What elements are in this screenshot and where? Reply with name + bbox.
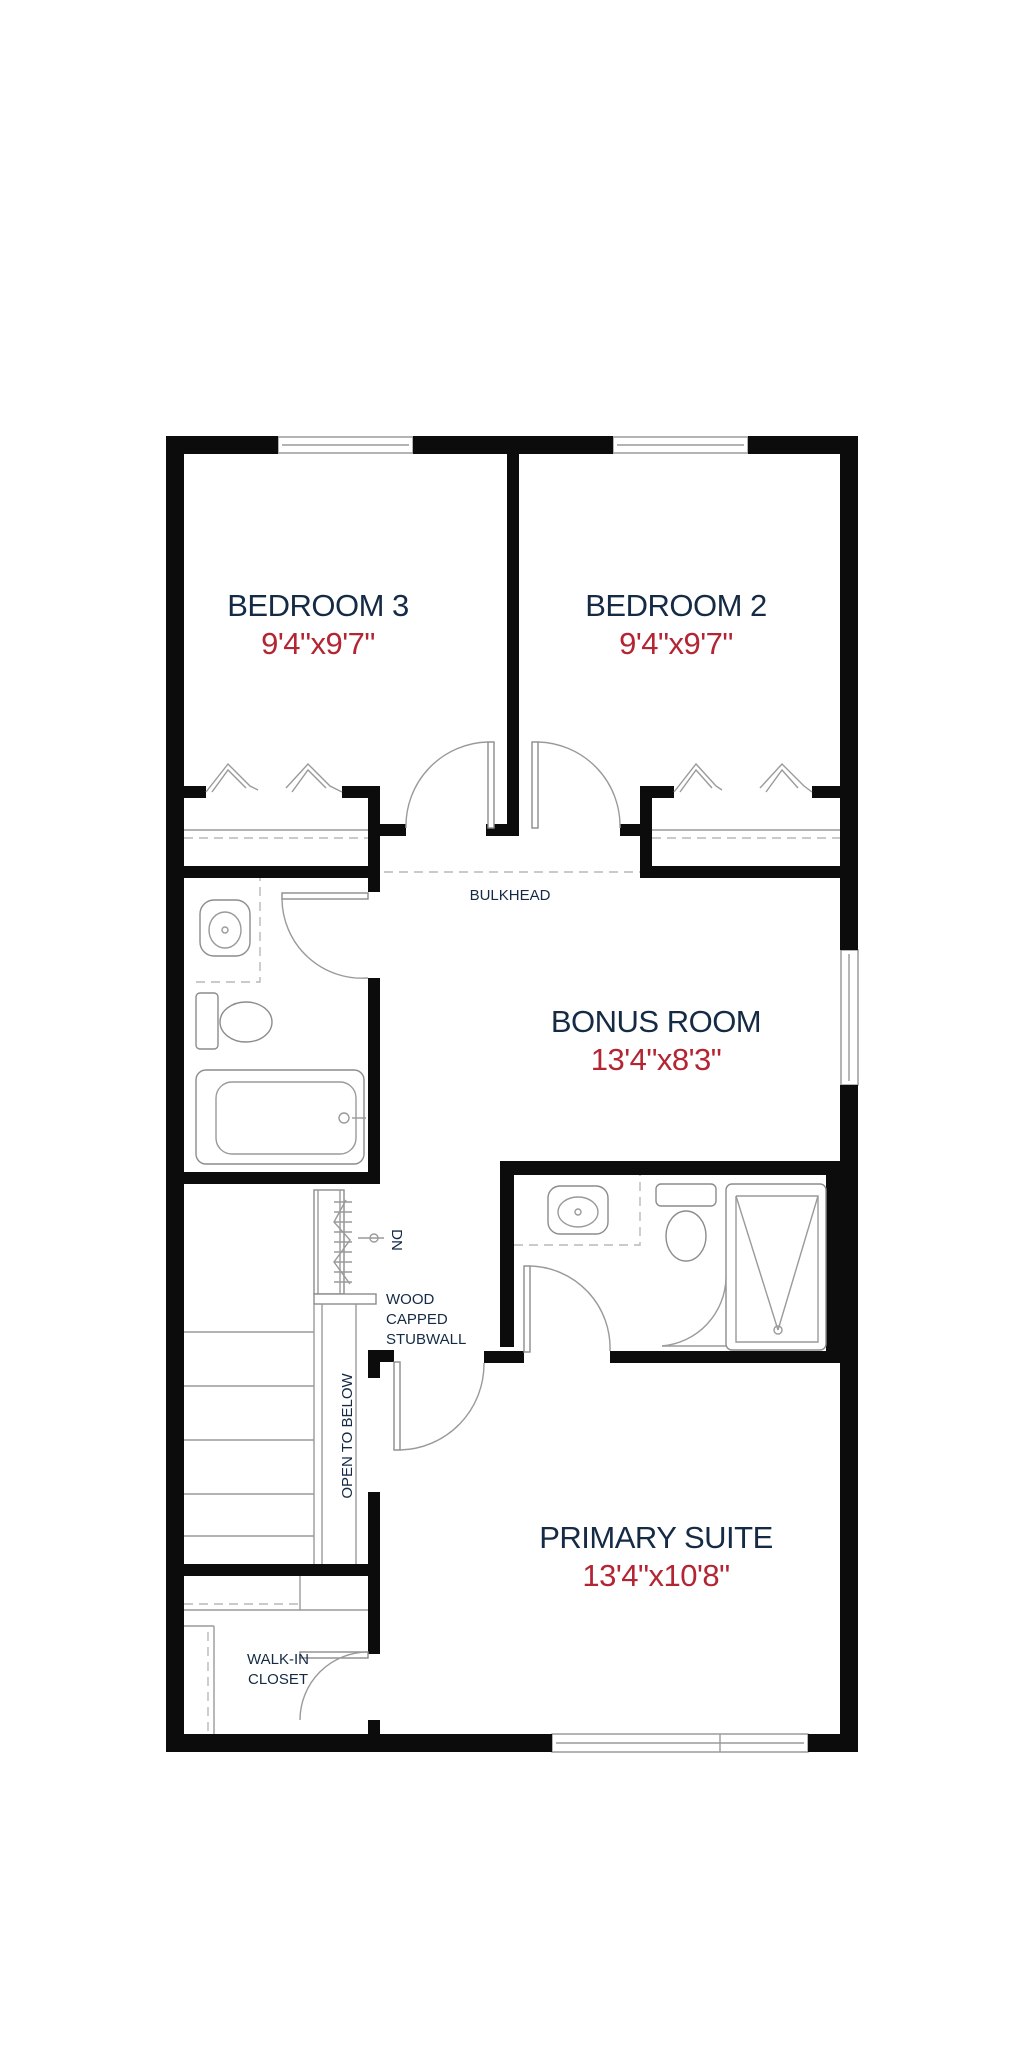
room-name-bonus-room: BONUS ROOM bbox=[551, 1004, 761, 1039]
room-dims-bonus-room: 13'4"x8'3" bbox=[591, 1042, 722, 1077]
bedroom-closets bbox=[184, 762, 840, 839]
room-dims-bedroom-2: 9'4"x9'7" bbox=[619, 626, 733, 661]
staircase bbox=[184, 1189, 384, 1564]
note-stubwall-line-2: CAPPED bbox=[386, 1311, 448, 1328]
room-dims-primary-suite: 13'4"x10'8" bbox=[582, 1558, 729, 1593]
room-name-bedroom-2: BEDROOM 2 bbox=[585, 588, 767, 623]
bathtub bbox=[195, 1069, 365, 1165]
note-walk-in-closet-line-1: WALK-IN bbox=[247, 1651, 309, 1668]
walls bbox=[166, 436, 858, 1752]
room-name-bedroom-3: BEDROOM 3 bbox=[227, 588, 409, 623]
note-open-to-below: OPEN TO BELOW bbox=[339, 1373, 356, 1499]
note-stair-direction: DN bbox=[388, 1229, 405, 1251]
walk-in-closet-shelves bbox=[184, 1576, 368, 1734]
shower bbox=[725, 1183, 827, 1351]
doors bbox=[281, 741, 621, 1721]
note-bulkhead: BULKHEAD bbox=[470, 887, 551, 904]
note-walk-in-closet-line-2: CLOSET bbox=[248, 1671, 308, 1688]
ensuite-toilet bbox=[655, 1183, 717, 1207]
main-bathroom-fixtures bbox=[195, 878, 366, 1165]
room-dims-bedroom-3: 9'4"x9'7" bbox=[261, 626, 375, 661]
ensuite-fixtures bbox=[514, 1175, 827, 1351]
note-stubwall-line-1: WOOD bbox=[386, 1291, 434, 1308]
note-stubwall-line-3: STUBWALL bbox=[386, 1331, 466, 1348]
bathroom-toilet bbox=[195, 992, 219, 1050]
room-name-primary-suite: PRIMARY SUITE bbox=[539, 1520, 773, 1555]
